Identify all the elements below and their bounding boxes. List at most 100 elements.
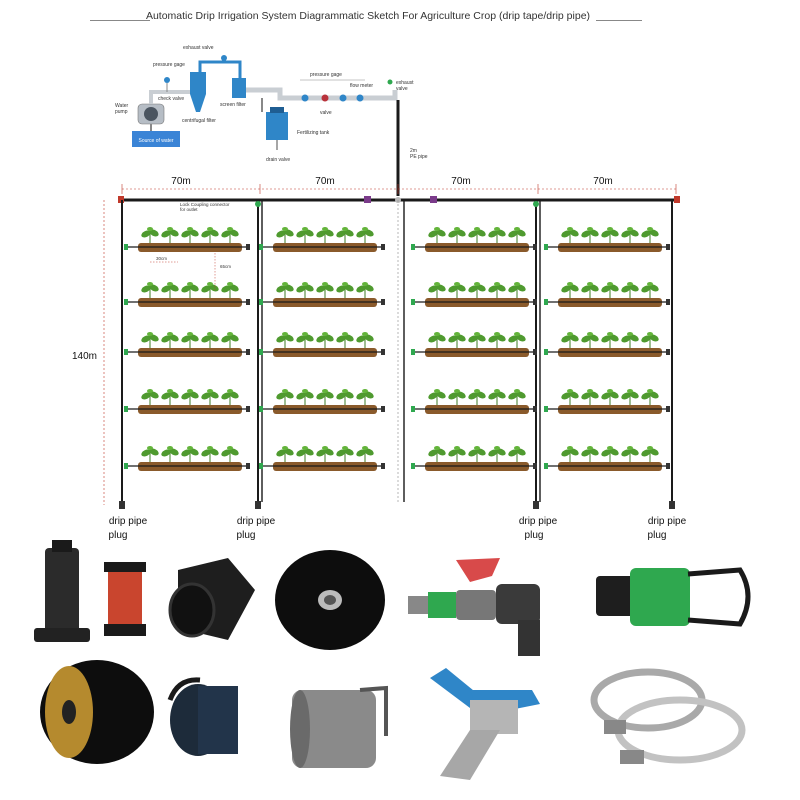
plant-icon	[428, 389, 446, 405]
plant-icon	[276, 282, 294, 298]
plant-icon	[641, 332, 659, 348]
plant-icon	[161, 227, 179, 243]
plant-icon	[201, 332, 219, 348]
crop-bed	[124, 389, 250, 414]
plant-icon	[221, 282, 239, 298]
plant-icon	[488, 446, 506, 462]
plant-icon	[508, 227, 526, 243]
plant-icon	[641, 227, 659, 243]
plant-icon	[221, 227, 239, 243]
plant-icon	[561, 332, 579, 348]
plant-icon	[621, 332, 639, 348]
plug-icon	[669, 501, 675, 509]
svg-text:drip pipe: drip pipe	[237, 516, 276, 527]
crop-bed	[124, 227, 250, 252]
exhaust-valve-icon	[221, 55, 227, 61]
plant-icon	[181, 446, 199, 462]
screen-filter	[232, 78, 246, 98]
flow-meter-icon	[339, 94, 347, 102]
end-cap-icon	[674, 196, 680, 203]
plug-label-2: drip pipe plug	[237, 516, 276, 541]
plant-icon	[316, 332, 334, 348]
title-rule-right	[596, 20, 642, 21]
plant-icon	[181, 332, 199, 348]
fertilizing-tank-label: Fertilizing tank	[297, 130, 330, 136]
plant-icon	[336, 227, 354, 243]
plant-icon	[356, 389, 374, 405]
plant-icon	[601, 389, 619, 405]
plant-icon	[336, 389, 354, 405]
plant-icon	[296, 282, 314, 298]
plant-icon	[356, 227, 374, 243]
width-label-1: 70m	[171, 176, 190, 187]
plant-icon	[161, 389, 179, 405]
valve-red-icon	[321, 94, 329, 102]
plant-icon	[276, 389, 294, 405]
centrifugal-filter-label: centrifugal filter	[182, 118, 216, 124]
plant-icon	[161, 332, 179, 348]
plant-icon	[601, 332, 619, 348]
plant-icon	[621, 282, 639, 298]
plant-icon	[296, 446, 314, 462]
plant-icon	[508, 282, 526, 298]
width-label-3: 70m	[451, 176, 470, 187]
drain-valve-label: drain valve	[266, 157, 290, 163]
crop-bed	[544, 389, 670, 414]
exhaust-valve-top-label: exhaust valve	[183, 45, 214, 51]
check-valve-label: check valve	[158, 96, 184, 102]
crop-bed	[544, 227, 670, 252]
plant-icon	[336, 282, 354, 298]
drip-tape-roll-small	[40, 660, 154, 764]
crop-bed	[124, 332, 250, 357]
mini-valve	[408, 558, 540, 656]
width-label-4: 70m	[593, 176, 612, 187]
plant-icon	[141, 282, 159, 298]
svg-text:plug: plug	[525, 530, 544, 541]
crop-bed	[411, 389, 537, 414]
plant-icon	[488, 227, 506, 243]
plug-icon	[119, 501, 125, 509]
crop-bed	[411, 446, 537, 471]
plant-icon	[621, 227, 639, 243]
plant-icon	[601, 446, 619, 462]
plant-icon	[221, 332, 239, 348]
plant-icon	[316, 282, 334, 298]
plant-icon	[468, 227, 486, 243]
pump-impeller-icon	[144, 107, 158, 121]
plant-icon	[561, 446, 579, 462]
plant-icon	[356, 332, 374, 348]
plant-icon	[468, 446, 486, 462]
crop-bed	[259, 446, 385, 471]
plant-icon	[641, 282, 659, 298]
crop-bed	[544, 332, 670, 357]
plant-icon	[508, 446, 526, 462]
flow-meter-label: flow meter	[350, 83, 373, 89]
plant-icon	[488, 332, 506, 348]
plant-icon	[296, 332, 314, 348]
plant-icon	[488, 389, 506, 405]
svg-text:plug: plug	[109, 530, 128, 541]
plant-icon	[141, 389, 159, 405]
plug-icon	[255, 501, 261, 509]
pressure-gage-right-label: pressure gage	[310, 72, 342, 78]
pipe-adapter	[168, 558, 255, 640]
crop-bed	[259, 389, 385, 414]
crop-bed	[124, 282, 250, 307]
plug-label-3: drip pipe plug	[519, 516, 558, 541]
plant-icon	[468, 332, 486, 348]
crop-bed	[259, 282, 385, 307]
screen-filter-label: screen filter	[220, 102, 246, 108]
svg-text:drip pipe: drip pipe	[519, 516, 558, 527]
plant-icon	[181, 282, 199, 298]
end-cap-icon	[118, 196, 124, 203]
plant-icon	[581, 282, 599, 298]
plant-icon	[581, 227, 599, 243]
plant-spacing-label: 30cm	[156, 256, 167, 261]
exhaust-valve-right-icon	[387, 79, 393, 85]
hose-clamps	[590, 668, 746, 764]
crop-bed	[411, 282, 537, 307]
plant-icon	[201, 446, 219, 462]
page-title: Automatic Drip Irrigation System Diagram…	[145, 10, 591, 22]
source-of-water	[132, 131, 180, 147]
svg-text:drip pipe: drip pipe	[109, 516, 148, 527]
